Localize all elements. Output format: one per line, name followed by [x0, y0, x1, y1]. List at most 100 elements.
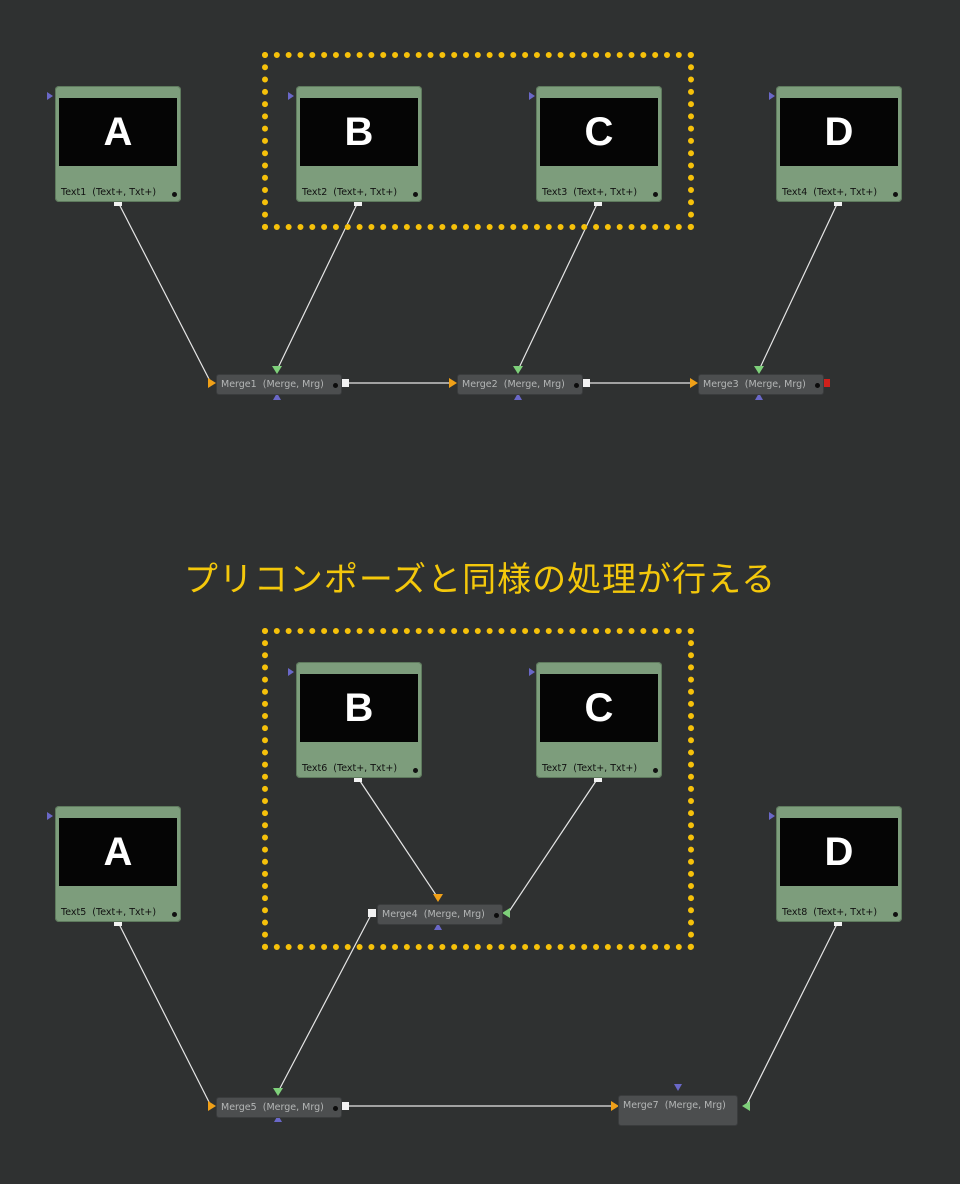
node-status-dot: [494, 913, 499, 918]
output-port: [354, 198, 362, 206]
thumbnail-letter: C: [584, 109, 614, 154]
text-node-text6[interactable]: B Text6 (Text+, Txt+): [296, 662, 422, 778]
node-label: Merge4 (Merge, Mrg): [382, 909, 485, 920]
merge3-output-port: [823, 379, 830, 387]
node-label: Text5 (Text+, Txt+): [61, 907, 157, 918]
wire-text7-merge4: [507, 777, 599, 914]
output-port: [354, 774, 362, 782]
text-node-text5[interactable]: A Text5 (Text+, Txt+): [55, 806, 181, 922]
node-thumbnail: D: [780, 818, 898, 886]
node-input-marker: [529, 92, 535, 100]
wire-text2-merge1: [276, 201, 359, 371]
node-input-marker: [288, 92, 294, 100]
node-thumbnail: D: [780, 98, 898, 166]
text-node-text2[interactable]: B Text2 (Text+, Txt+): [296, 86, 422, 202]
node-input-marker: [529, 668, 535, 676]
node-label: Merge1 (Merge, Mrg): [221, 379, 324, 390]
wire-text3-merge2: [517, 201, 599, 371]
node-thumbnail: A: [59, 98, 177, 166]
thumbnail-letter: D: [824, 109, 854, 154]
output-port: [834, 198, 842, 206]
wire-text6-merge4: [357, 777, 439, 899]
selection-highlight-top: [262, 52, 694, 230]
node-thumbnail: C: [540, 674, 658, 742]
wire-text5-merge5: [117, 921, 212, 1107]
wire-text8-merge7: [745, 921, 839, 1107]
output-port: [834, 918, 842, 926]
node-input-marker: [769, 812, 775, 820]
node-status-dot: [333, 383, 338, 388]
mask-input-arrow: [274, 1115, 282, 1122]
text-node-text8[interactable]: D Text8 (Text+, Txt+): [776, 806, 902, 922]
node-thumbnail: C: [540, 98, 658, 166]
bg-input-arrow: [690, 378, 698, 388]
fg-input-arrow: [272, 366, 282, 374]
thumbnail-letter: B: [344, 685, 374, 730]
node-status-dot: [653, 192, 658, 197]
node-label: Merge5 (Merge, Mrg): [221, 1102, 324, 1113]
node-status-dot: [172, 192, 177, 197]
merge-node-merge4[interactable]: Merge4 (Merge, Mrg): [377, 904, 503, 925]
mask-input-arrow: [434, 923, 442, 930]
node-label: Text6 (Text+, Txt+): [302, 763, 398, 774]
fg-input-arrow: [754, 366, 764, 374]
merge-node-merge1[interactable]: Merge1 (Merge, Mrg): [216, 374, 342, 395]
node-thumbnail: B: [300, 98, 418, 166]
merge-node-merge3[interactable]: Merge3 (Merge, Mrg): [698, 374, 824, 395]
node-label: Text7 (Text+, Txt+): [542, 763, 638, 774]
text-node-text4[interactable]: D Text4 (Text+, Txt+): [776, 86, 902, 202]
fg-input-arrow: [513, 366, 523, 374]
fg-input-arrow: [273, 1088, 283, 1096]
text-node-text7[interactable]: C Text7 (Text+, Txt+): [536, 662, 662, 778]
node-label: Text8 (Text+, Txt+): [782, 907, 878, 918]
mask-input-arrow: [273, 393, 281, 400]
node-input-marker: [769, 92, 775, 100]
fg-input-arrow: [502, 908, 510, 918]
output-port: [594, 774, 602, 782]
bg-input-arrow: [449, 378, 457, 388]
merge-node-merge5[interactable]: Merge5 (Merge, Mrg): [216, 1097, 342, 1118]
node-status-dot: [413, 192, 418, 197]
node-thumbnail: A: [59, 818, 177, 886]
node-status-dot: [574, 383, 579, 388]
text-node-text1[interactable]: A Text1 (Text+, Txt+): [55, 86, 181, 202]
node-label: Merge7 (Merge, Mrg): [623, 1100, 726, 1111]
node-label: Merge3 (Merge, Mrg): [703, 379, 806, 390]
output-port: [341, 379, 349, 387]
node-input-marker: [288, 668, 294, 676]
thumbnail-letter: A: [103, 109, 133, 154]
caption: プリコンポーズと同様の処理が行える: [183, 560, 777, 600]
bg-input-arrow: [433, 894, 443, 902]
node-label: Text1 (Text+, Txt+): [61, 187, 157, 198]
mask-input-arrow: [514, 393, 522, 400]
wire-text4-merge3: [758, 201, 839, 371]
bg-input-arrow: [208, 1101, 216, 1111]
node-status-dot: [333, 1106, 338, 1111]
output-port: [582, 379, 590, 387]
merge-node-merge7[interactable]: Merge7 (Merge, Mrg): [618, 1095, 738, 1126]
output-port: [368, 909, 376, 917]
thumbnail-letter: B: [344, 109, 374, 154]
node-thumbnail: B: [300, 674, 418, 742]
node-label: Text3 (Text+, Txt+): [542, 187, 638, 198]
selection-highlight-bottom: [262, 628, 694, 950]
node-input-marker: [47, 812, 53, 820]
text-node-text3[interactable]: C Text3 (Text+, Txt+): [536, 86, 662, 202]
node-status-dot: [172, 912, 177, 917]
thumbnail-letter: D: [824, 829, 854, 874]
node-input-marker: [47, 92, 53, 100]
thumbnail-letter: A: [103, 829, 133, 874]
node-status-dot: [893, 192, 898, 197]
node-status-dot: [893, 912, 898, 917]
mask-input-arrow: [755, 393, 763, 400]
bg-input-arrow: [208, 378, 216, 388]
merge-node-merge2[interactable]: Merge2 (Merge, Mrg): [457, 374, 583, 395]
node-status-dot: [815, 383, 820, 388]
output-port: [114, 918, 122, 926]
fg-input-arrow: [742, 1101, 750, 1111]
output-port: [594, 198, 602, 206]
output-port: [341, 1102, 349, 1110]
node-status-dot: [653, 768, 658, 773]
node-label: Text4 (Text+, Txt+): [782, 187, 878, 198]
